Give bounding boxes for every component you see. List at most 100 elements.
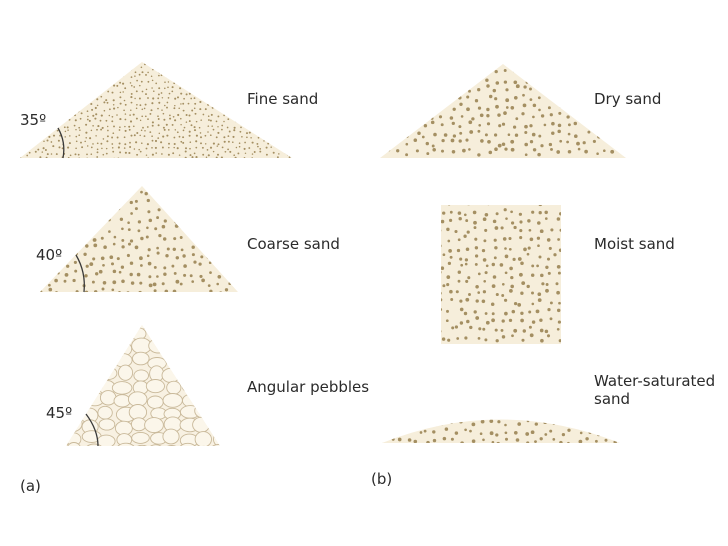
sand-grain	[427, 395, 430, 398]
sand-grain	[145, 88, 148, 91]
sand-grain	[130, 84, 133, 87]
sand-grain	[245, 76, 247, 78]
sand-grain	[551, 121, 555, 126]
sand-grain	[497, 143, 502, 148]
sand-grain	[190, 189, 195, 194]
sand-grain	[165, 254, 169, 258]
sand-grain	[547, 307, 551, 312]
sand-grain	[74, 114, 76, 117]
sand-grain	[187, 68, 190, 71]
sand-grain	[444, 427, 449, 431]
sand-grain	[504, 247, 507, 250]
sand-grain	[45, 76, 48, 79]
pile-coarse-sand	[40, 180, 238, 293]
sand-grain	[42, 58, 44, 60]
sand-grain	[474, 200, 477, 203]
sand-grain	[63, 242, 67, 247]
sand-grain	[478, 327, 482, 331]
sand-grain	[388, 59, 391, 62]
sand-grain	[119, 91, 122, 94]
fine-sand-pile-shape	[20, 62, 292, 158]
sand-grain	[111, 180, 115, 184]
sand-grain	[151, 153, 154, 156]
sand-grain	[105, 147, 108, 150]
sand-grain	[613, 440, 617, 443]
pebble	[194, 382, 211, 397]
sand-grain	[73, 218, 76, 222]
sand-grain	[30, 68, 33, 71]
sand-grain	[282, 145, 285, 148]
sand-grain	[484, 213, 489, 217]
sand-grain	[549, 113, 553, 117]
sand-grain	[485, 264, 489, 268]
sand-grain	[127, 228, 131, 232]
sand-grain	[522, 103, 527, 108]
angle-label-fine-sand: 35º	[20, 111, 47, 129]
sand-grain	[40, 269, 43, 274]
sand-grain	[158, 72, 161, 74]
sand-grain	[508, 236, 512, 241]
sand-grain	[140, 158, 142, 160]
sand-grain	[166, 159, 167, 160]
sand-grain	[215, 86, 218, 89]
pebble	[192, 366, 210, 380]
sand-grain	[284, 120, 286, 122]
sand-grain	[86, 70, 89, 73]
sand-grain	[100, 158, 102, 160]
sand-grain	[522, 69, 525, 73]
sand-grain	[229, 150, 232, 153]
sand-grain	[264, 72, 267, 74]
sand-grain	[544, 217, 548, 220]
sand-grain	[557, 129, 561, 134]
sand-grain	[86, 186, 90, 189]
sand-grain	[133, 86, 136, 88]
sand-grain	[501, 122, 506, 126]
sand-grain	[553, 253, 557, 257]
sand-grain	[262, 74, 265, 77]
sand-grain	[110, 262, 115, 266]
sand-grain	[500, 226, 504, 230]
sand-grain	[106, 125, 109, 128]
sand-grain	[75, 140, 78, 143]
sand-grain	[513, 430, 518, 435]
sand-grain	[503, 69, 507, 72]
sand-grain	[574, 134, 578, 138]
sand-grain	[196, 62, 199, 63]
sand-grain	[491, 318, 495, 323]
sand-grain	[221, 128, 223, 131]
sand-grain	[130, 96, 133, 99]
sand-grain	[613, 130, 616, 133]
pebble	[214, 338, 220, 354]
sand-grain	[282, 86, 285, 89]
sand-grain	[189, 233, 193, 237]
sand-grain	[112, 242, 116, 246]
sand-grain	[512, 125, 517, 129]
sand-grain	[75, 147, 77, 150]
sand-grain	[185, 58, 187, 60]
sand-grain	[40, 82, 43, 85]
sand-grain	[257, 114, 260, 116]
pebble	[66, 325, 70, 343]
sand-grain	[126, 253, 130, 258]
sand-grain	[134, 245, 139, 250]
sand-grain	[620, 124, 625, 129]
sand-grain	[407, 438, 412, 442]
sand-grain	[485, 320, 490, 325]
sand-grain	[189, 147, 191, 150]
sand-grain	[95, 192, 99, 197]
sand-grain	[270, 146, 272, 148]
sand-grain	[166, 247, 170, 251]
sand-grain	[86, 145, 89, 147]
sand-grain	[287, 76, 290, 78]
sand-grain	[147, 71, 149, 74]
sand-grain	[241, 135, 243, 138]
sand-grain	[74, 251, 78, 256]
sand-grain	[601, 64, 605, 67]
sand-grain	[376, 112, 379, 115]
sand-grain	[193, 129, 197, 132]
sand-grain	[179, 236, 183, 239]
sand-grain	[593, 114, 597, 118]
sand-grain	[171, 90, 174, 93]
sand-grain	[147, 97, 149, 99]
sand-grain	[228, 189, 232, 193]
